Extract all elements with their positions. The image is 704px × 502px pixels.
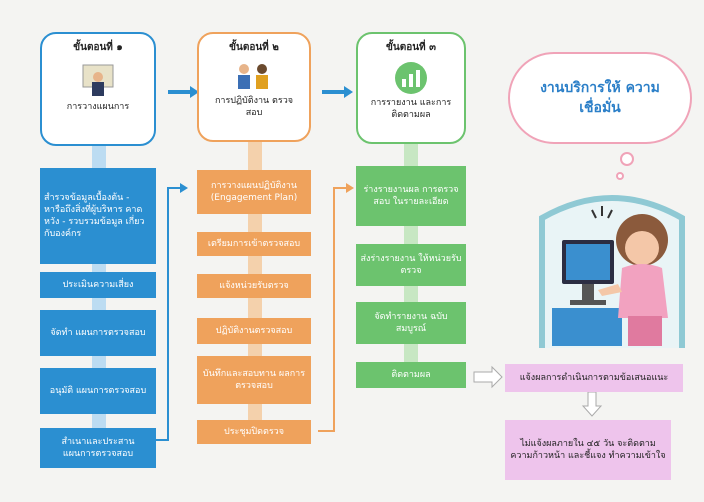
stage-2-title: ขั้นตอนที่ ๒	[229, 42, 279, 53]
presenter-icon	[81, 63, 115, 97]
col3-step-followup: ติดตามผล	[356, 362, 466, 388]
report-chart-icon	[394, 61, 428, 95]
col3-step-draft: ร่างรายงานผล การตรวจสอบ ในรายละเอียด	[356, 166, 466, 226]
stage-1-title: ขั้นตอนที่ ๑	[73, 42, 123, 53]
stage-3-title: ขั้นตอนที่ ๓	[386, 42, 436, 53]
col2-step-prepare: เตรียมการเข้าตรวจสอบ	[197, 232, 311, 256]
col1-step-approve: อนุมัติ แผนการตรวจสอบ	[40, 368, 156, 414]
followup-escalate-box: ไม่แจ้งผลภายใน ๔๕ วัน จะติดตาม ความก้าวห…	[505, 420, 671, 480]
stage-2-label: การปฏิบัติงาน ตรวจสอบ	[214, 96, 294, 118]
col2-step-perform: ปฏิบัติงานตรวจสอบ	[197, 318, 311, 344]
col2-step-notify: แจ้งหน่วยรับตรวจ	[197, 274, 311, 298]
col2-step-record: บันทึกและสอบทาน ผลการตรวจสอบ	[197, 356, 311, 404]
col1-to-col2-line	[155, 187, 182, 441]
bubble-text: งานบริการให้ ความเชื่อมั่น	[540, 80, 660, 116]
col1-to-col2-arrowhead	[180, 183, 188, 193]
stage-1-label: การวางแผนการ	[66, 102, 130, 112]
team-icon	[232, 59, 276, 93]
stage-1-card: ขั้นตอนที่ ๑ การวางแผนการ	[40, 32, 156, 146]
col3-step-final: จัดทำรายงาน ฉบับสมบูรณ์	[356, 302, 466, 344]
col2-step-engagement: การวางแผนปฏิบัติงาน (Engagement Plan)	[197, 170, 311, 214]
stage1-to-stage2-arrowhead	[190, 86, 199, 98]
stage2-to-stage3-arrowhead	[344, 86, 353, 98]
stage-3-card: ขั้นตอนที่ ๓ การรายงาน และการติดตามผล	[356, 32, 466, 144]
bubble-dot-large	[620, 152, 634, 166]
followup-notify-box: แจ้งผลการดำเนินการตามข้อเสนอแนะ	[505, 364, 683, 392]
stage-2-card: ขั้นตอนที่ ๒ การปฏิบัติงาน ตรวจสอบ	[197, 32, 311, 142]
girl-at-computer-illustration	[539, 195, 685, 348]
thought-bubble: งานบริการให้ ความเชื่อมั่น	[508, 52, 692, 144]
col2-to-col3-line	[318, 187, 348, 432]
followup-arrow	[473, 365, 503, 389]
bubble-dot-small	[616, 172, 624, 180]
col1-step-risk: ประเมินความเสี่ยง	[40, 272, 156, 298]
col2-to-col3-arrowhead	[346, 183, 354, 193]
col1-step-plan: จัดทำ แผนการตรวจสอบ	[40, 310, 156, 356]
col3-step-send: ส่งร่างรายงาน ให้หน่วยรับตรวจ	[356, 244, 466, 286]
stage-3-label: การรายงาน และการติดตามผล	[370, 98, 452, 120]
escalate-arrow	[581, 391, 603, 417]
col2-step-closing: ประชุมปิดตรวจ	[197, 420, 311, 444]
col1-step-coordinate: สำเนาและประสาน แผนการตรวจสอบ	[40, 428, 156, 468]
col1-step-survey: สำรวจข้อมูลเบื้องต้น - หารือถึงสิ่งที่ผู…	[40, 168, 156, 264]
